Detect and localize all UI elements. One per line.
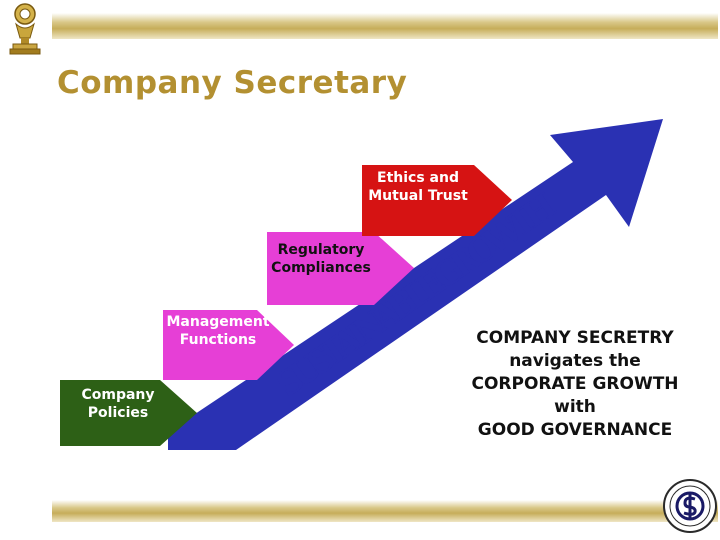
institute-seal-icon — [663, 479, 717, 533]
step-label-ethics-mutual-trust: Ethics and Mutual Trust — [368, 170, 468, 204]
statement-line-4: with — [554, 397, 596, 417]
growth-arrow-shape — [168, 119, 663, 450]
governance-statement: COMPANY SECRETRY navigates the CORPORATE… — [452, 327, 698, 442]
statement-line-2: navigates the — [509, 351, 641, 371]
step-arrow-management-functions — [163, 310, 294, 380]
step-arrow-ethics-mutual-trust — [362, 165, 512, 236]
trophy-logo-icon — [9, 3, 41, 55]
step-label-company-policies: Company Policies — [81, 387, 155, 421]
step-arrow-company-policies — [60, 380, 197, 446]
statement-line-3: CORPORATE GROWTH — [471, 374, 679, 394]
step-label-management-functions: Management Functions — [166, 314, 270, 348]
page-title: Company Secretary — [57, 65, 408, 101]
footer-band — [52, 500, 718, 522]
header-band — [52, 13, 718, 39]
step-label-regulatory-compliances: Regulatory Compliances — [271, 242, 371, 276]
step-arrow-regulatory-compliances — [267, 232, 414, 305]
statement-line-5: GOOD GOVERNANCE — [477, 420, 673, 440]
statement-line-1: COMPANY SECRETRY — [476, 328, 674, 348]
